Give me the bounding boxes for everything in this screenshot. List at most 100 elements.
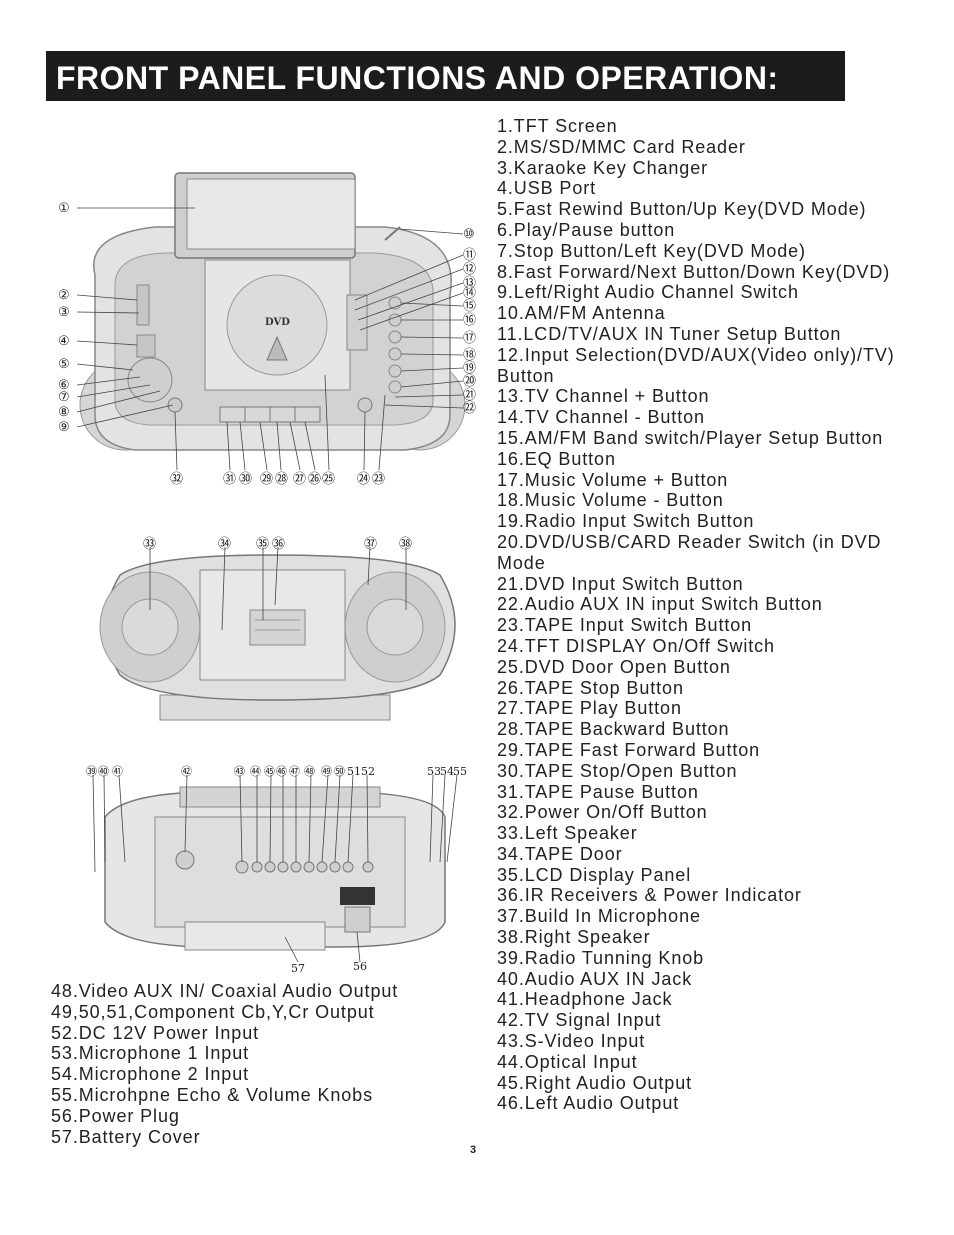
callout-39: ㊴ — [86, 765, 97, 778]
list-item: 57.Battery Cover — [51, 1126, 201, 1147]
callout-22: ㉒ — [463, 401, 476, 416]
callout-54: 54 — [440, 765, 454, 778]
callout-56: 56 — [353, 960, 367, 973]
callout-45: ㊺ — [264, 765, 275, 778]
callout-12: ⑫ — [463, 262, 476, 277]
list-item: 10.AM/FM Antenna — [497, 303, 666, 324]
list-item: 56.Power Plug — [51, 1105, 180, 1126]
list-item: 25.DVD Door Open Button — [497, 656, 731, 677]
callout-18: ⑱ — [463, 348, 476, 363]
front-view-diagram: DVD — [58, 172, 476, 487]
callout-49: ㊾ — [321, 765, 332, 778]
list-item: 42.TV Signal Input — [497, 1010, 662, 1031]
list-item: 15.AM/FM Band switch/Player Setup Button — [497, 427, 884, 448]
callout-47: ㊼ — [289, 765, 300, 778]
callout-51: 51 — [347, 765, 361, 778]
list-item: 43.S-Video Input — [497, 1031, 646, 1052]
list-item: 37.Build In Microphone — [497, 906, 701, 927]
list-item: 54.Microphone 2 Input — [51, 1064, 250, 1085]
callout-30: ㉚ — [239, 472, 252, 487]
list-item: 7.Stop Button/Left Key(DVD Mode) — [497, 240, 806, 261]
callout-27: ㉗ — [293, 472, 306, 487]
callout-21: ㉑ — [463, 388, 476, 403]
callout-36: ㊱ — [272, 537, 285, 552]
title-bar: FRONT PANEL FUNCTIONS AND OPERATION: — [46, 51, 845, 101]
dvd-logo-text: DVD — [265, 317, 290, 328]
callout-53: 53 — [427, 765, 441, 778]
callout-9: ⑨ — [58, 420, 70, 435]
list-item: 49,50,51,Component Cb,Y,Cr Output — [51, 1001, 375, 1022]
callout-41: ㊶ — [112, 765, 123, 778]
callout-19: ⑲ — [463, 361, 476, 376]
list-item: 19.Radio Input Switch Button — [497, 511, 755, 532]
callout-55: 55 — [453, 765, 467, 778]
list-item: 27.TAPE Play Button — [497, 698, 682, 719]
list-item: 24.TFT DISPLAY On/Off Switch — [497, 635, 775, 656]
list-item: 29.TAPE Fast Forward Button — [497, 739, 761, 760]
top-view-diagram: ㉝ ㉞ ㉟ ㊱ ㊲ ㊳ — [99, 537, 456, 721]
list-item: 48.Video AUX IN/ Coaxial Audio Output — [51, 981, 399, 1001]
list-item: 13.TV Channel + Button — [497, 386, 710, 407]
callout-15: ⑮ — [463, 299, 476, 314]
list-item: 22.Audio AUX IN input Switch Button — [497, 594, 823, 615]
list-item: 4.USB Port — [497, 178, 597, 199]
callout-38: ㊳ — [399, 537, 412, 552]
callout-8: ⑧ — [58, 405, 70, 420]
callout-50: ㊿ — [334, 765, 345, 778]
list-item: 38.Right Speaker — [497, 927, 651, 948]
list-item: 35.LCD Display Panel — [497, 864, 692, 885]
callout-46: ㊻ — [276, 765, 287, 778]
callout-29: ㉙ — [260, 472, 273, 487]
callout-11: ⑪ — [463, 248, 476, 263]
callout-17: ⑰ — [463, 331, 476, 346]
list-item: 31.TAPE Pause Button — [497, 781, 699, 802]
list-item: 5.Fast Rewind Button/Up Key(DVD Mode) — [497, 199, 867, 220]
callout-7: ⑦ — [58, 390, 70, 405]
list-item: 20.DVD/USB/CARD Reader Switch (in DVD Mo… — [497, 531, 882, 573]
callout-40: ㊵ — [98, 765, 109, 778]
list-item: 18.Music Volume - Button — [497, 490, 724, 511]
list-item: 21.DVD Input Switch Button — [497, 573, 744, 594]
callout-5: ⑤ — [58, 357, 70, 372]
callout-57: 57 — [291, 962, 305, 975]
list-item: 23.TAPE Input Switch Button — [497, 615, 753, 636]
callout-31: ㉛ — [223, 472, 236, 487]
list-item: 53.Microphone 1 Input — [51, 1043, 250, 1064]
callout-52: 52 — [361, 765, 375, 778]
list-item: 34.TAPE Door — [497, 843, 623, 864]
callout-42: ㊷ — [181, 765, 192, 778]
list-item: 16.EQ Button — [497, 448, 616, 469]
list-item: 28.TAPE Backward Button — [497, 719, 730, 740]
list-item: 32.Power On/Off Button — [497, 802, 708, 823]
callout-13: ⑬ — [463, 276, 476, 291]
callout-4: ④ — [58, 334, 70, 349]
callout-34: ㉞ — [218, 537, 231, 552]
list-item: 1.TFT Screen — [497, 116, 618, 136]
callout-43: ㊸ — [234, 765, 245, 778]
list-item: 36.IR Receivers & Power Indicator — [497, 885, 802, 906]
callout-48: ㊽ — [304, 765, 315, 778]
list-item: 14.TV Channel - Button — [497, 407, 705, 428]
callout-33: ㉝ — [143, 537, 156, 552]
callout-6: ⑥ — [58, 378, 70, 393]
list-item: 33.Left Speaker — [497, 823, 638, 844]
back-view-diagram: ㊴ ㊵ ㊶ ㊷ ㊸ ㊹ ㊺ ㊻ ㊼ ㊽ ㊾ ㊿ 51 52 53 54 55 5… — [86, 765, 467, 975]
list-item: 40.Audio AUX IN Jack — [497, 968, 693, 989]
list-item: 39.Radio Tunning Knob — [497, 947, 705, 968]
callout-35: ㉟ — [256, 537, 269, 552]
list-item: 12.Input Selection(DVD/AUX(Video only)/T… — [497, 344, 895, 386]
callout-28: ㉘ — [275, 472, 288, 487]
list-item: 45.Right Audio Output — [497, 1072, 693, 1093]
callout-32: ㉜ — [170, 472, 183, 487]
list-item: 26.TAPE Stop Button — [497, 677, 684, 698]
callout-10: ⑩ — [463, 227, 475, 242]
list-item: 55.Microhpne Echo & Volume Knobs — [51, 1084, 373, 1105]
page-title: FRONT PANEL FUNCTIONS AND OPERATION: — [56, 60, 779, 96]
callout-16: ⑯ — [463, 313, 476, 328]
callout-1: ① — [58, 201, 70, 216]
callout-23: ㉓ — [372, 472, 385, 487]
list-item: 2.MS/SD/MMC Card Reader — [497, 136, 746, 157]
callout-44: ㊹ — [250, 765, 261, 778]
